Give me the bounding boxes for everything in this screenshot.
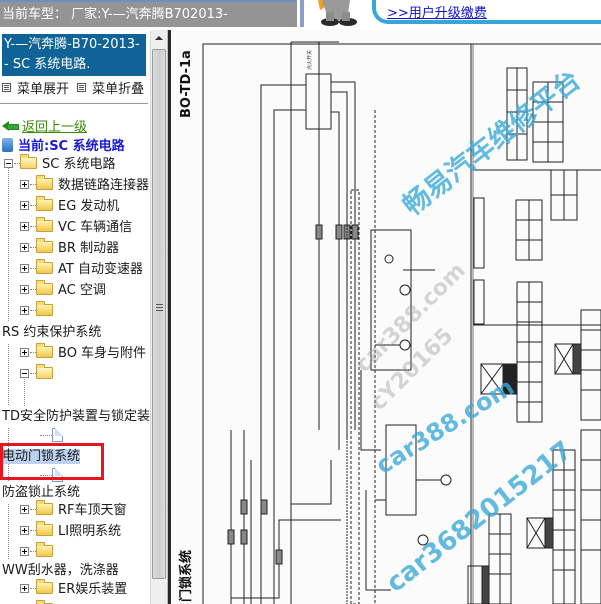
sidebar: Y-—汽奔腾-B70-2013- - SC 系统电路. 菜单展开 菜单折叠 返回… <box>0 30 168 604</box>
diagram-title-label: 门锁系统 <box>179 549 194 602</box>
panel-splitter[interactable] <box>168 30 171 604</box>
back-link-label: 返回上一级 <box>22 120 88 135</box>
divider <box>0 103 148 104</box>
tree-item[interactable]: BO 车身与附件 <box>20 343 146 364</box>
tree-item[interactable]: EG 发动机 <box>20 196 119 217</box>
upgrade-banner <box>372 0 601 24</box>
folder-open-icon <box>20 154 37 169</box>
folder-icon <box>36 259 53 274</box>
scroll-up-arrow-icon[interactable] <box>151 30 167 47</box>
tree-item[interactable]: AT 自动变速器 <box>20 259 143 280</box>
expand-toggle-icon[interactable] <box>20 243 29 252</box>
menu-icon <box>2 83 11 92</box>
expand-toggle-icon[interactable] <box>20 306 29 315</box>
folder-icon <box>36 521 53 536</box>
tree-item[interactable] <box>40 426 63 447</box>
collapse-toggle-icon[interactable] <box>4 159 13 168</box>
page-code-label: BO-TD-1a <box>179 50 194 118</box>
folder-open-icon <box>36 364 53 379</box>
folder-icon <box>36 500 53 515</box>
tree-item[interactable] <box>20 301 58 322</box>
back-link[interactable]: 返回上一级 <box>2 116 87 135</box>
top-bar: 当前车型： 厂家:Y-—汽奔腾B702013- >>用户升级缴费 <box>0 0 601 27</box>
document-icon <box>52 468 63 482</box>
tree-item[interactable]: RF车顶天窗 <box>20 500 127 521</box>
sidebar-title-line2: - SC 系统电路. <box>4 57 91 72</box>
selection-highlight-box <box>0 443 104 480</box>
expand-menu-button[interactable]: 菜单展开 <box>17 82 70 97</box>
folder-icon <box>36 175 53 190</box>
expand-toggle-icon[interactable] <box>20 348 29 357</box>
tree-item[interactable] <box>40 466 63 487</box>
current-model-label: 当前车型： 厂家:Y-—汽奔腾B702013- <box>0 0 297 27</box>
folder-icon <box>36 579 53 594</box>
tree-item[interactable]: RS 约束保护系统 <box>2 322 102 343</box>
folder-icon <box>36 196 53 211</box>
sidebar-scrollbar[interactable] <box>150 30 167 604</box>
folder-icon <box>36 343 53 358</box>
expand-toggle-icon[interactable] <box>20 285 29 294</box>
tree-item[interactable]: 防盗锁止系统 <box>2 482 81 503</box>
expand-toggle-icon[interactable] <box>20 547 29 556</box>
tree-item[interactable]: 数据链路连接器 <box>20 175 149 196</box>
mascot-icon <box>300 0 370 27</box>
expand-toggle-icon[interactable] <box>20 505 29 514</box>
expand-toggle-icon[interactable] <box>20 201 29 210</box>
current-location: 当前:SC 系统电路 <box>2 135 125 154</box>
folder-icon <box>36 280 53 295</box>
tree-item[interactable] <box>20 542 58 563</box>
tree-item[interactable]: LI照明系统 <box>20 521 121 542</box>
folder-icon <box>36 301 53 316</box>
collapse-menu-button[interactable]: 菜单折叠 <box>92 82 145 97</box>
tree-item-selected[interactable]: 电动门锁系统 <box>2 449 81 464</box>
tree-item[interactable]: BR 制动器 <box>20 238 119 259</box>
grip-icon <box>156 304 163 311</box>
svg-text:点火开关: 点火开关 <box>306 50 313 70</box>
wiring-diagram-viewer[interactable]: 点火开关 BO-TD-1a 门锁系统 car388.com cY20165 畅易… <box>171 30 601 604</box>
tree-guide-line <box>24 370 25 412</box>
tree-item[interactable]: VC 车辆通信 <box>20 217 132 238</box>
current-location-label: 当前:SC 系统电路 <box>18 139 125 154</box>
sidebar-title: Y-—汽奔腾-B70-2013- - SC 系统电路. <box>2 34 146 76</box>
folder-icon <box>36 542 53 557</box>
back-arrow-icon <box>2 121 19 131</box>
tree-item[interactable] <box>20 364 58 385</box>
expand-toggle-icon[interactable] <box>20 264 29 273</box>
tree-guide-line <box>8 166 9 581</box>
scrollbar-thumb[interactable] <box>152 49 166 579</box>
wiring-diagram: 点火开关 <box>202 41 601 604</box>
collapse-toggle-icon[interactable] <box>20 369 29 378</box>
expand-toggle-icon[interactable] <box>20 584 29 593</box>
document-icon <box>52 428 63 442</box>
tree-item[interactable]: SC 系统电路 <box>4 154 115 175</box>
tree-item[interactable]: ER娱乐装置 <box>20 579 127 600</box>
folder-icon <box>36 238 53 253</box>
upgrade-payment-link[interactable]: >>用户升级缴费 <box>387 6 487 21</box>
menu-icon <box>77 83 87 92</box>
menu-toggles: 菜单展开 菜单折叠 <box>2 78 148 97</box>
tree-item[interactable]: AC 空调 <box>20 280 106 301</box>
tree-item[interactable]: WW刮水器，洗涤器 <box>2 560 119 581</box>
expand-toggle-icon[interactable] <box>20 222 29 231</box>
folder-icon <box>36 217 53 232</box>
sidebar-title-line1: Y-—汽奔腾-B70-2013- <box>4 37 140 52</box>
tree-item[interactable] <box>20 600 58 604</box>
expand-toggle-icon[interactable] <box>20 526 29 535</box>
expand-toggle-icon[interactable] <box>20 180 29 189</box>
tree-item[interactable]: TD安全防护装置与锁定装 <box>2 406 150 427</box>
computer-icon <box>2 138 13 152</box>
